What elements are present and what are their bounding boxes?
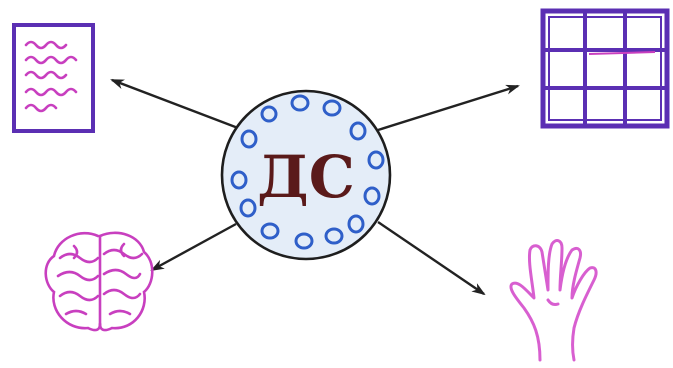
center-node: ДС (222, 91, 390, 259)
grid-icon (543, 11, 667, 126)
brain-icon (46, 233, 153, 330)
document-icon (14, 25, 93, 131)
center-label: ДС (257, 143, 355, 211)
hand-icon (511, 241, 596, 360)
arrow-to-document (112, 80, 238, 128)
arrow-to-grid (378, 86, 518, 130)
arrow-to-hand (378, 222, 484, 294)
arrow-to-brain (152, 224, 236, 270)
